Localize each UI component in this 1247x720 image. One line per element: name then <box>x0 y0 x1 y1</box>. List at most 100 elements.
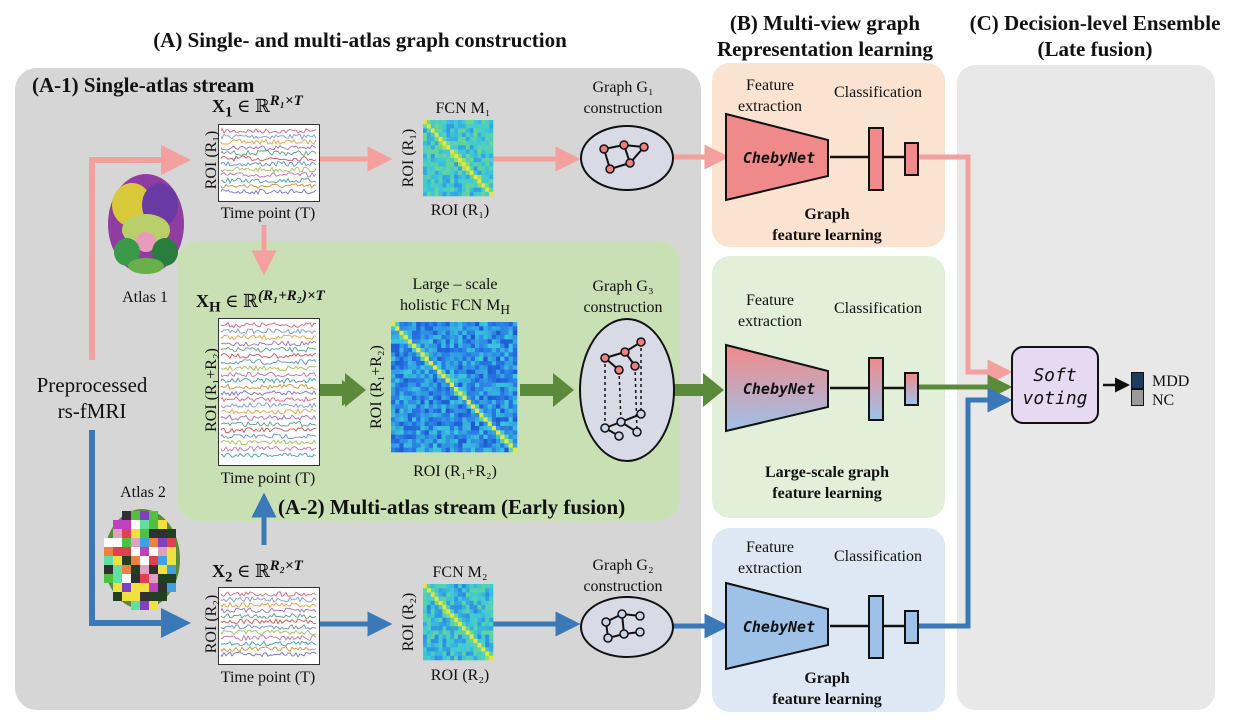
atlas2-parcel <box>113 520 122 529</box>
fcn-cell <box>485 170 490 176</box>
fcn-cell <box>485 584 490 589</box>
fcn-cell <box>426 643 432 648</box>
fcn-cell <box>466 400 472 405</box>
fcn-cell <box>438 141 443 146</box>
fcn-cell <box>395 430 400 435</box>
fcn-cell <box>412 417 417 422</box>
fcn-cell <box>442 136 447 142</box>
atlas2-parcel <box>149 520 158 529</box>
fcn-cell <box>423 651 428 657</box>
fcn-cell <box>407 365 413 370</box>
fcn-cell <box>477 600 482 606</box>
fcn-cell <box>454 596 459 602</box>
fcn-cell <box>450 145 455 150</box>
bot-feature-line1: Feature <box>746 539 794 556</box>
fcn-cell <box>442 170 447 176</box>
fcn-cell <box>477 162 482 167</box>
fcn1-roi-axis: ROI (R₁) <box>400 128 417 188</box>
fcn-cell <box>477 153 482 159</box>
fcn-cell <box>491 326 497 331</box>
fcn-cell <box>477 630 482 635</box>
fcn-cell <box>433 408 438 414</box>
fcn-cell <box>465 617 470 623</box>
fcn-cell <box>437 421 442 427</box>
fcn-cell <box>420 447 425 453</box>
header-b-line2: Representation learning <box>716 37 934 61</box>
fcn-cell <box>412 335 417 340</box>
fcn-cell <box>420 343 425 349</box>
fcn-cell <box>458 584 463 589</box>
fcn-cell <box>395 322 400 327</box>
fcn-cell <box>403 426 409 431</box>
fcn-cell <box>434 592 439 597</box>
fcn-cell <box>426 141 432 146</box>
fcn-cell <box>454 609 459 614</box>
fcn-cell <box>441 426 446 431</box>
fcn-cell <box>473 158 478 163</box>
fcn-cell <box>430 651 435 657</box>
fcn-cell <box>508 322 514 327</box>
timeseries-trace <box>220 420 317 427</box>
fcn-cell <box>504 447 509 453</box>
fcn-cell <box>416 352 421 357</box>
fcn-cell <box>465 158 470 163</box>
fcn-cell <box>449 374 455 379</box>
fcn-cell <box>454 153 459 159</box>
fcn-cell <box>485 136 490 142</box>
fcn-cell <box>426 626 432 631</box>
fcn-cell <box>446 600 451 606</box>
fcn-cell <box>445 421 451 427</box>
fcn-cell <box>462 339 467 344</box>
fcn-cell <box>449 408 455 414</box>
fcn-cell <box>461 149 467 155</box>
fcn-cell <box>483 408 488 414</box>
fcn-cell <box>489 166 494 171</box>
top-feature-line2: extraction <box>738 98 802 115</box>
fcn-cell <box>485 158 490 163</box>
input-label-line2: rs-fMRI <box>57 399 127 423</box>
fcn-cell <box>450 596 455 602</box>
mid-feature-line1: Feature <box>746 292 794 309</box>
fcn-cell <box>395 352 400 357</box>
fcn-cell <box>449 395 455 401</box>
fcn-cell <box>489 592 494 597</box>
fcn-cell <box>508 348 514 353</box>
mid-learning-line1: Large-scale graph <box>765 464 889 481</box>
fcn-cell <box>450 162 455 167</box>
fcn-cell <box>426 179 432 184</box>
mid-classify-bar-small <box>904 372 919 406</box>
fcn-cell <box>449 430 455 435</box>
fcn-cell <box>437 343 442 349</box>
fcn-cell <box>462 413 467 418</box>
soft-voting-line1: Soft <box>1033 365 1077 386</box>
fcn-cell <box>461 647 467 652</box>
fcn-cell <box>434 638 439 644</box>
fcn-cell <box>475 447 480 453</box>
fcn-cell <box>407 421 413 427</box>
fcn-cell <box>466 339 472 344</box>
fcn-cell <box>395 400 400 405</box>
atlas2-parcel <box>158 538 167 547</box>
fcn-cell <box>430 124 435 129</box>
fcn-cell <box>445 434 451 440</box>
fcn-cell <box>473 647 478 652</box>
fcn-cell <box>487 365 493 370</box>
atlas2-parcel <box>149 511 158 520</box>
atlas2-parcel <box>140 556 149 565</box>
fcn-cell <box>465 655 470 661</box>
fcn-cell <box>500 404 505 409</box>
fcn-cell <box>485 630 490 635</box>
fcn-cell <box>458 187 463 193</box>
fcn-cell <box>428 361 434 366</box>
fcn-cell <box>470 378 476 383</box>
fcn-cell <box>465 647 470 652</box>
fcn-cell <box>424 322 430 327</box>
fcn-cell <box>450 647 455 652</box>
fcn2-heatmap <box>423 584 494 661</box>
fcn-cell <box>438 132 443 138</box>
fcn-cell <box>479 404 484 409</box>
fcn-cell <box>470 417 476 422</box>
fcn-cell <box>465 592 470 597</box>
fcn-cell <box>441 443 446 448</box>
fcn-cell <box>441 343 446 349</box>
